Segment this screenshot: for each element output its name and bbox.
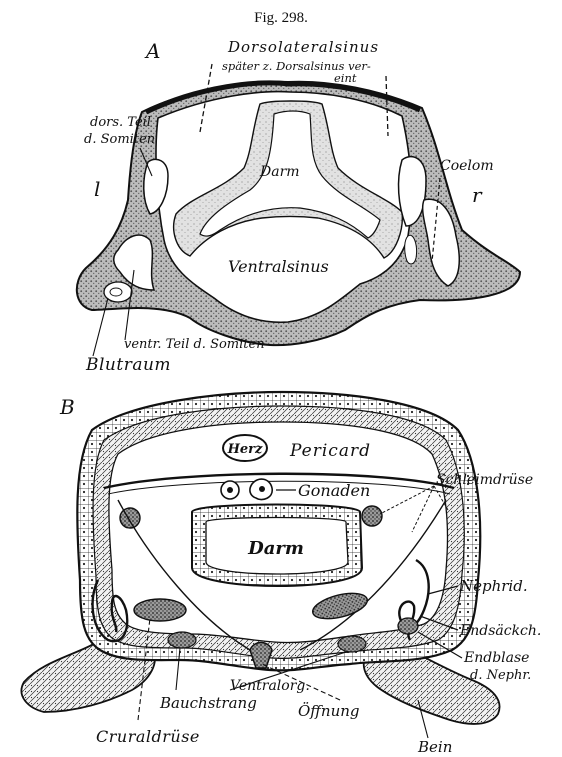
panel-b-letter: B [59, 395, 75, 419]
label-pericard: Pericard [289, 441, 371, 461]
label-herz: Herz [227, 442, 263, 457]
panel-a-right-slit [405, 235, 417, 264]
label-nephrid: Nephrid. [459, 577, 528, 595]
label-side-r: r [472, 183, 483, 207]
label-gonaden: Gonaden [298, 481, 370, 500]
label-ventralorg: Ventralorg. [230, 678, 310, 694]
label-schleimdruese: Schleimdrüse [436, 472, 533, 488]
label-endsaeckch: Endsäckch. [459, 623, 541, 639]
label-side-l: l [94, 177, 100, 201]
label-ventr-teil: ventr. Teil d. Somiten [124, 337, 265, 352]
panel-b-nerve-cord-right [338, 636, 366, 652]
panel-b: B [21, 392, 541, 756]
label-endblase: Endblase [463, 650, 529, 666]
panel-b-gonad-right-nucleus [259, 486, 265, 492]
panel-b-gonad-left-nucleus [227, 487, 233, 493]
figure-number: Fig. 298. [254, 10, 308, 26]
label-ventralsinus: Ventralsinus [228, 257, 329, 276]
label-cruraldruese: Cruraldrüse [96, 727, 200, 746]
label-dorsolateralsinus: Dorsolateralsinus [227, 38, 379, 56]
panel-a: A Dorsolateralsinus später z. Dorsalsinu… [77, 38, 520, 375]
label-d-somiten-a: d. Somiten [84, 132, 155, 147]
panel-b-nerve-cord-left [168, 632, 196, 648]
panel-b-endblase-right [398, 618, 418, 634]
label-coelom: Coelom [440, 158, 494, 174]
label-oeffnung: Öffnung [298, 702, 360, 720]
label-bein: Bein [417, 738, 452, 756]
label-darm-b: Darm [247, 538, 304, 559]
label-dors-teil: dors. Teil [90, 115, 151, 130]
label-darm-a: Darm [259, 164, 300, 180]
label-d-nephr: d. Nephr. [470, 668, 531, 683]
label-blutraum: Blutraum [85, 355, 171, 375]
panel-b-crural-gland-left [134, 599, 186, 621]
panel-a-letter: A [144, 39, 160, 63]
panel-b-mucous-gland-left [120, 508, 140, 528]
panel-b-mucous-gland-right [362, 506, 382, 526]
label-bauchstrang: Bauchstrang [159, 694, 257, 712]
label-spaeter-line2: eint [334, 71, 357, 85]
